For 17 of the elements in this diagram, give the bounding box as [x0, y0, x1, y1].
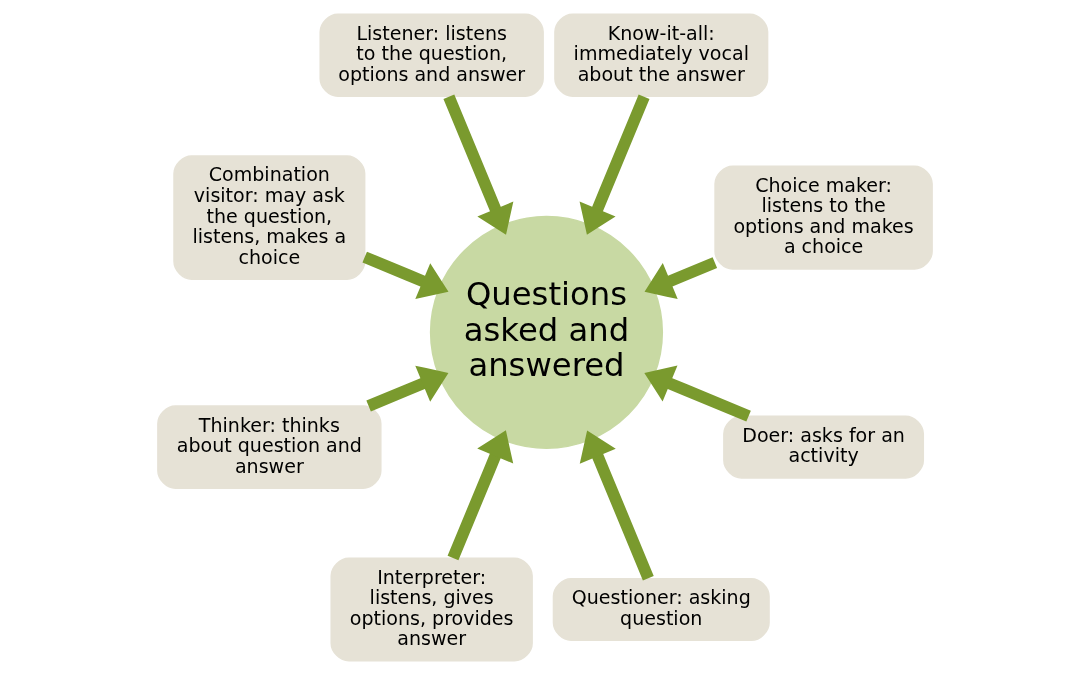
arrow — [579, 430, 654, 581]
node-box: Combination visitor: may ask the question, listens, makes a choice — [172, 155, 365, 280]
node-box: Know-it-all: immediately vocal about the answer — [553, 13, 768, 98]
arrow — [579, 94, 649, 235]
node-box: Choice maker: listens to the options and makes a choice — [713, 165, 933, 270]
arrow — [447, 430, 513, 561]
node-box: Doer: asks for an activity — [722, 415, 924, 479]
node-box: Listener: listens to the question, options and answer — [318, 13, 544, 98]
node-box: Interpreter: listens, gives options, provides answer — [329, 557, 533, 662]
node-box: Thinker: thinks about question and answer — [156, 405, 382, 489]
node-box: Questioner: asking question — [552, 577, 770, 642]
arrow — [361, 251, 448, 300]
arrow — [442, 94, 513, 235]
arrow — [643, 365, 751, 422]
arrow — [644, 257, 717, 300]
node-circle: Questions asked and answered — [429, 215, 663, 449]
arrow — [365, 365, 448, 412]
